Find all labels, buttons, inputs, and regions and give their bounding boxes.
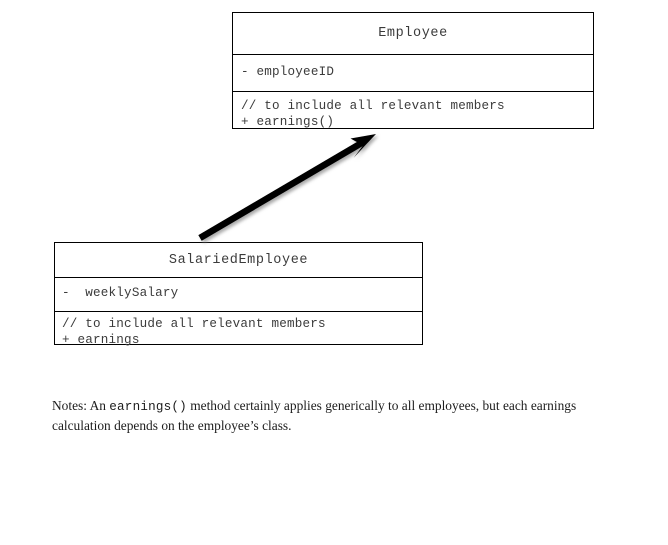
uml-operations-compartment-salaried-employee: // to include all relevant members + ear… [55, 312, 422, 347]
uml-operation-comment-line: // to include all relevant members [62, 317, 326, 331]
generalization-arrow-icon [198, 134, 376, 241]
uml-class-name-salaried-employee: SalariedEmployee [55, 243, 422, 278]
uml-class-salaried-employee[interactable]: SalariedEmployee - weeklySalary // to in… [54, 242, 423, 347]
uml-operation-comment-line: // to include all relevant members [241, 99, 505, 113]
uml-attributes-compartment-employee: - employeeID [233, 55, 593, 92]
notes-rest: method certainly applies generically to … [52, 398, 577, 433]
uml-class-employee[interactable]: Employee - employeeID // to include all … [232, 12, 594, 129]
notes-code-earnings: earnings() [109, 400, 187, 415]
notes-label: Notes: An [52, 398, 110, 414]
arrow-body [198, 134, 376, 241]
uml-operation-line: + earnings() [241, 115, 335, 129]
diagram-notes: Notes: An earnings() method certainly ap… [52, 397, 630, 434]
uml-class-name-employee: Employee [233, 13, 593, 55]
uml-operations-compartment-employee: // to include all relevant members + ear… [233, 92, 593, 129]
uml-attributes-compartment-salaried-employee: - weeklySalary [55, 278, 422, 312]
uml-operation-line: + earnings [62, 333, 140, 347]
uml-attribute-line: - weeklySalary [62, 286, 179, 300]
uml-attribute-line: - employeeID [241, 65, 335, 79]
